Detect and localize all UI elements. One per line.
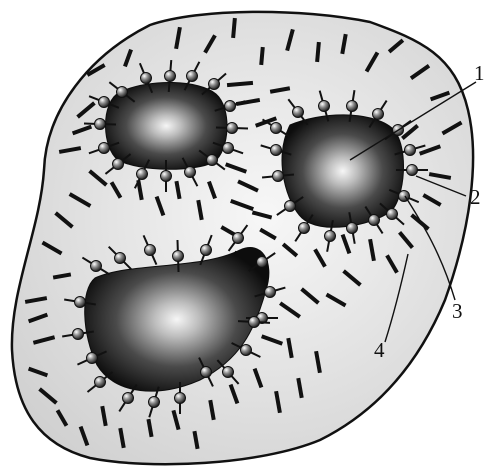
molecule-head	[115, 253, 126, 264]
molecule-head	[249, 317, 260, 328]
molecule-head	[185, 167, 196, 178]
molecule-tail	[259, 322, 270, 323]
molecule-head	[369, 215, 380, 226]
molecule-head	[407, 165, 418, 176]
molecule-head	[265, 287, 276, 298]
molecule-head	[161, 171, 172, 182]
molecule-head	[87, 353, 98, 364]
molecule-head	[227, 123, 238, 134]
molecule-head	[201, 367, 212, 378]
molecule-head	[99, 97, 110, 108]
molecule-head	[149, 397, 160, 408]
molecule-head	[347, 223, 358, 234]
molecule-head	[165, 71, 176, 82]
callout-1: 1	[474, 61, 485, 85]
molecule-head	[405, 145, 416, 156]
molecule-head	[257, 257, 268, 268]
molecule-head	[123, 393, 134, 404]
molecule-head	[145, 245, 156, 256]
molecule-head	[209, 79, 220, 90]
molecule-head	[241, 345, 252, 356]
molecule-head	[175, 393, 186, 404]
molecule-tail	[170, 60, 171, 71]
molecule-head	[173, 251, 184, 262]
molecule-head	[113, 159, 124, 170]
molecule-head	[387, 209, 398, 220]
molecule-head	[99, 143, 110, 154]
molecule-head	[91, 261, 102, 272]
callout-2: 2	[470, 185, 481, 209]
molecule-head	[187, 71, 198, 82]
molecule-head	[95, 377, 106, 388]
particle-right	[282, 115, 404, 227]
molecule-head	[285, 201, 296, 212]
molecule-head	[273, 171, 284, 182]
molecule-head	[271, 145, 282, 156]
molecule-head	[141, 73, 152, 84]
molecule-head	[325, 231, 336, 242]
molecule-head	[223, 367, 234, 378]
molecule-head	[75, 297, 86, 308]
callout-3: 3	[452, 299, 463, 323]
molecule-head	[73, 329, 84, 340]
dash-marker	[261, 47, 263, 65]
molecule-head	[207, 155, 218, 166]
molecule-head	[223, 143, 234, 154]
dash-marker	[233, 18, 235, 38]
molecule-tail	[262, 176, 273, 177]
molecule-head	[225, 101, 236, 112]
molecule-head	[319, 101, 330, 112]
molecule-head	[347, 101, 358, 112]
molecule-head	[201, 245, 212, 256]
callout-4: 4	[374, 338, 385, 362]
molecule-head	[299, 223, 310, 234]
dash-marker	[227, 83, 253, 85]
dash-marker	[317, 42, 319, 62]
molecule-head	[117, 87, 128, 98]
molecule-head	[137, 169, 148, 180]
molecule-head	[95, 119, 106, 130]
molecule-head	[293, 107, 304, 118]
molecule-head	[233, 233, 244, 244]
molecule-head	[373, 109, 384, 120]
molecule-head	[271, 123, 282, 134]
